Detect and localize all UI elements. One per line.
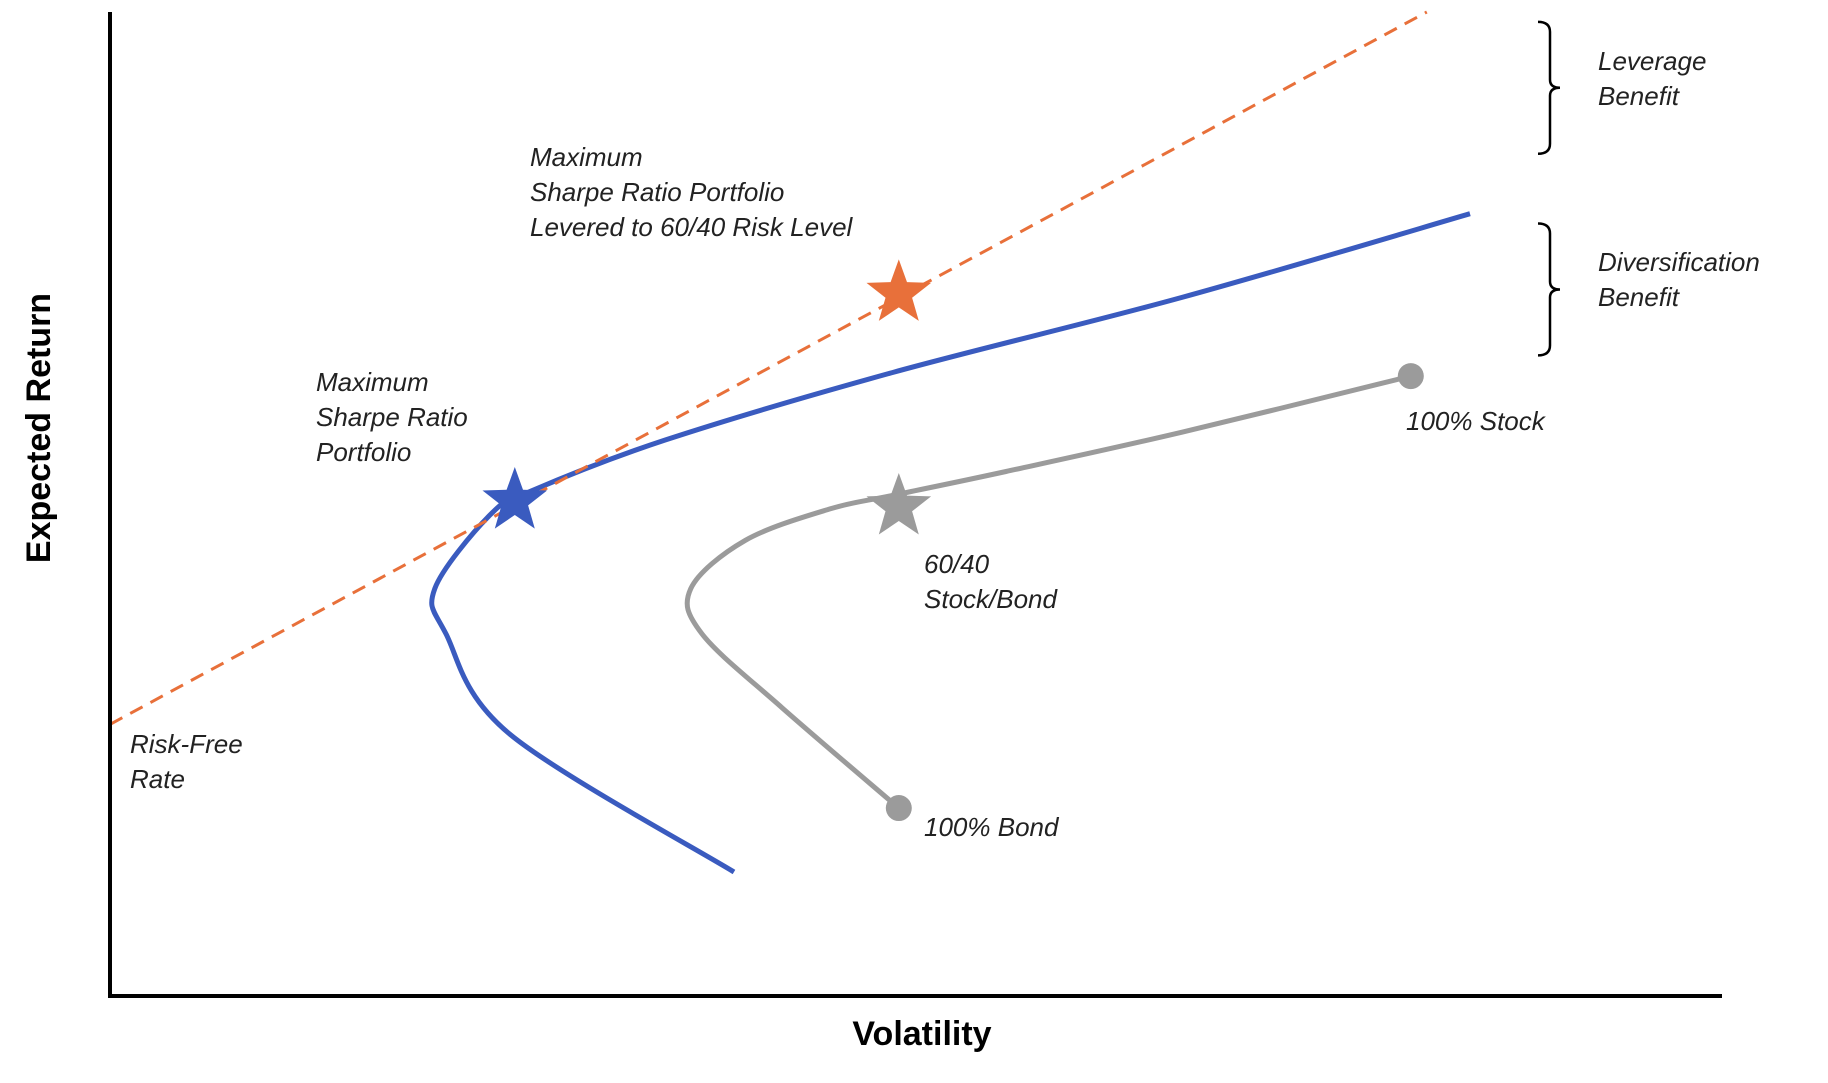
y-axis-title: Expected Return — [20, 293, 58, 563]
star-marker-60-40-stock-bond — [866, 473, 932, 535]
marker-layer — [482, 259, 1424, 822]
point-marker-100-bond — [885, 795, 912, 822]
bracket-diversification-benefit — [1537, 222, 1561, 357]
label-bond: 100% Bond — [924, 812, 1060, 842]
series-efficient-frontier — [429, 211, 1471, 875]
label-line: 100% Stock — [1406, 406, 1547, 436]
axis-layer: Volatility Expected Return — [20, 12, 1722, 1053]
star-marker-maximum-sharpe-ratio-portfolio-levered-to-60-40-risk-level — [866, 259, 932, 321]
label-line: Maximum — [316, 367, 429, 397]
point-marker-100-stock — [1397, 363, 1424, 390]
label-line: Portfolio — [316, 437, 411, 467]
series-layer — [109, 10, 1471, 875]
star-marker-maximum-sharpe-ratio-portfolio — [482, 467, 548, 529]
x-axis-title: Volatility — [852, 1015, 991, 1053]
label-line: Risk-Free — [130, 729, 243, 759]
label-line: Leverage — [1598, 46, 1706, 76]
label-line: Diversification — [1598, 247, 1760, 277]
series-capital-market-line — [109, 10, 1428, 726]
label-stock: 100% Stock — [1406, 406, 1547, 436]
label-line: Benefit — [1598, 282, 1681, 312]
label-line: Levered to 60/40 Risk Level — [530, 212, 854, 242]
label-line: Sharpe Ratio — [316, 402, 468, 432]
label-line: Stock/Bond — [924, 584, 1059, 614]
bracket-leverage-benefit — [1537, 20, 1561, 155]
label-line: Benefit — [1598, 81, 1681, 111]
bracket-layer — [1537, 20, 1561, 357]
label-line: Sharpe Ratio Portfolio — [530, 177, 784, 207]
label-line: Rate — [130, 764, 185, 794]
series-stock-bond-frontier — [684, 373, 1412, 810]
label-line: Maximum — [530, 142, 643, 172]
label-line: 100% Bond — [924, 812, 1060, 842]
label-line: 60/40 — [924, 549, 990, 579]
